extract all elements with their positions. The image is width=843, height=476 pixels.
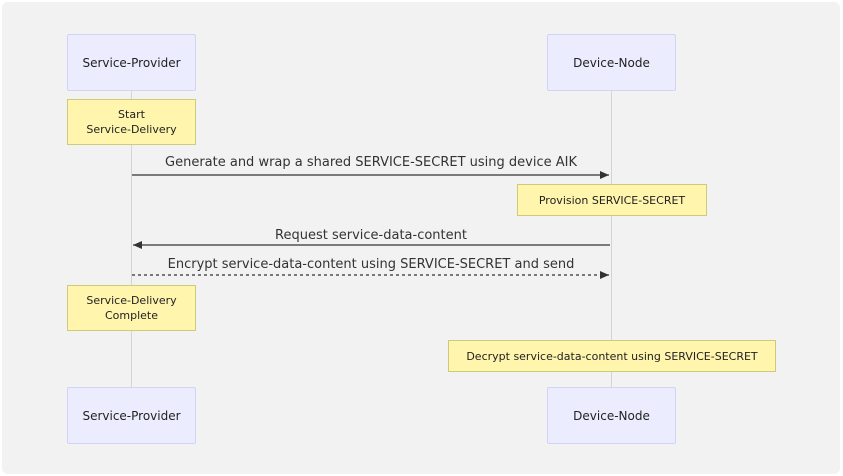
message-label-request: Request service-data-content xyxy=(275,228,467,243)
actor-device-node-top: Device-Node xyxy=(547,34,676,91)
message-label-generate: Generate and wrap a shared SERVICE-SECRE… xyxy=(165,155,577,170)
actor-label: Service-Provider xyxy=(82,55,181,70)
actor-label: Device-Node xyxy=(573,55,650,70)
note-start-service-delivery: Start Service-Delivery xyxy=(67,99,196,145)
note-provision-secret: Provision SERVICE-SECRET xyxy=(517,184,707,216)
actor-service-provider-bottom: Service-Provider xyxy=(67,387,196,444)
lifeline-device-node xyxy=(611,91,612,388)
note-service-delivery-complete: Service-Delivery Complete xyxy=(67,285,196,331)
actor-label: Device-Node xyxy=(573,408,650,423)
message-label-encrypt: Encrypt service-data-content using SERVI… xyxy=(167,257,575,272)
actor-service-provider-top: Service-Provider xyxy=(67,34,196,91)
actor-label: Service-Provider xyxy=(82,408,181,423)
lifeline-service-provider xyxy=(131,91,132,388)
actor-device-node-bottom: Device-Node xyxy=(547,387,676,444)
note-decrypt-content: Decrypt service-data-content using SERVI… xyxy=(448,340,776,372)
